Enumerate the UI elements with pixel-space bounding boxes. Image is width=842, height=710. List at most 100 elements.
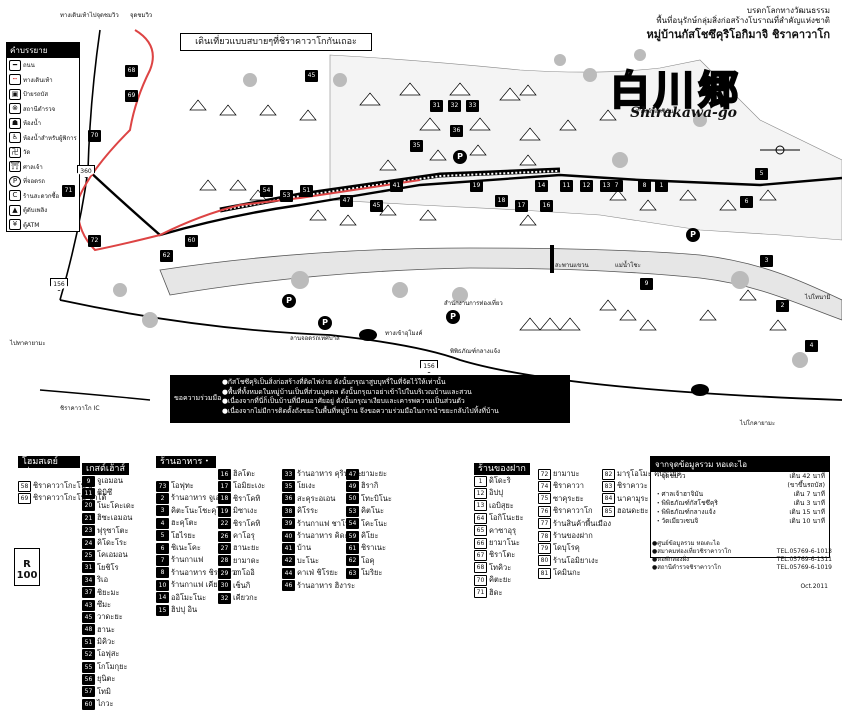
list-item-label: โอคุ: [361, 555, 375, 565]
place-marker[interactable]: 33: [466, 100, 479, 112]
place-marker[interactable]: 5: [755, 168, 768, 180]
place-marker[interactable]: 12: [580, 180, 593, 192]
place-marker[interactable]: 32: [448, 100, 461, 112]
place-marker[interactable]: 8: [638, 180, 651, 192]
list-item-number: 1: [474, 475, 487, 487]
place-marker[interactable]: 6: [740, 196, 753, 208]
place-marker[interactable]: 71: [62, 185, 75, 197]
list-item-label: โคมินกะ: [553, 568, 581, 578]
list-item-label: ยามาโนะ: [489, 537, 520, 547]
place-marker[interactable]: 68: [125, 65, 138, 77]
info-row-value: เดิน 10 นาที: [789, 517, 825, 525]
contact-label: ●สมาคมท่องเที่ยวชิราคาวาโก: [652, 548, 732, 555]
river: [159, 247, 842, 321]
list-item-label: คาโอรุ: [233, 530, 255, 540]
list-item-number: 47: [346, 468, 359, 480]
list-item-label: ฟุรุซาโตะ: [97, 525, 129, 535]
legend-row: 卍วัด: [7, 145, 79, 160]
place-marker[interactable]: 16: [540, 200, 553, 212]
place-marker[interactable]: 60: [185, 235, 198, 247]
place-marker[interactable]: 70: [88, 130, 101, 142]
place-marker[interactable]: 69: [125, 90, 138, 102]
list-item-label: คิตะยะ: [489, 575, 512, 585]
accessible-toilet-icon: ♿: [9, 132, 21, 144]
place-marker[interactable]: 54: [260, 185, 273, 197]
list-item-number: 23: [82, 525, 95, 537]
temple-icon: 卍: [9, 146, 21, 158]
list-item-label: ร้านกาแฟ เคียวยะ: [171, 580, 231, 590]
list-heading: ร้านของฝาก: [474, 463, 530, 475]
place-marker[interactable]: 4: [805, 340, 818, 352]
place-marker[interactable]: 45: [305, 70, 318, 82]
notice-line: ●กัสโชซึคุริเป็นสิ่งก่อสร้างที่ติดไฟง่าย…: [222, 378, 446, 386]
place-marker[interactable]: 11: [560, 180, 573, 192]
list-item-label: ฮะคุโตะ: [171, 518, 198, 528]
list-item-number: 71: [474, 587, 487, 599]
list-item-label: ชิมิซึ: [97, 488, 113, 498]
place-marker[interactable]: 45: [370, 200, 383, 212]
list-item-number: 61: [346, 543, 359, 555]
map-label: ไปโทนามิ: [805, 294, 831, 301]
place-marker[interactable]: 53: [280, 190, 293, 202]
list-item-number: 31: [82, 562, 95, 574]
info-row-label: ・วัดเมียวเซนจิ: [655, 517, 699, 525]
place-marker[interactable]: 62: [160, 250, 173, 262]
info-row: ・พิพิธภัณฑ์กลางแจ้งเดิน 15 นาที: [651, 508, 829, 517]
place-marker[interactable]: 41: [390, 180, 403, 192]
place-marker[interactable]: 47: [340, 195, 353, 207]
place-marker[interactable]: 1: [655, 180, 668, 192]
place-marker[interactable]: 19: [470, 180, 483, 192]
place-marker[interactable]: 13: [600, 180, 613, 192]
list-item-number: 33: [282, 468, 295, 480]
place-marker[interactable]: 3: [760, 255, 773, 267]
place-marker[interactable]: 2: [776, 300, 789, 312]
place-marker[interactable]: 14: [535, 180, 548, 192]
info-row-value: เดิน 3 นาที: [793, 499, 825, 507]
place-marker[interactable]: 17: [515, 200, 528, 212]
list-item-number: 28: [218, 555, 231, 567]
contact-row: ●ศูนย์ข้อมูลรวม หอเดะไอ: [652, 540, 832, 548]
place-marker[interactable]: 36: [450, 125, 463, 137]
list-item-label: ร้านโอมิยาเงะ: [553, 555, 599, 565]
list-item-label: ร้านอาหาร คุรินโนะ: [297, 469, 363, 478]
place-marker[interactable]: 9: [640, 278, 653, 290]
place-marker[interactable]: 18: [495, 195, 508, 207]
notice-box: ขอความร่วมมือ ●กัสโชซึคุริเป็นสิ่งก่อสร้…: [170, 375, 570, 423]
place-marker[interactable]: 51: [300, 185, 313, 197]
list-item-label: มิซาเงะ: [233, 506, 258, 516]
contact-label: ●สถานีตำรวจชิราคาวาโก: [652, 564, 722, 571]
legend-row: ⊗สถานีตำรวจ: [7, 102, 79, 117]
legend-row: ━ถนน: [7, 58, 79, 73]
list-item-number: 19: [218, 505, 231, 517]
place-marker[interactable]: 31: [430, 100, 443, 112]
place-marker[interactable]: 72: [88, 235, 101, 247]
list-item-number: 56: [82, 673, 95, 685]
place-marker[interactable]: 35: [410, 140, 423, 152]
info-row: ・จุดชมวิวเดิน 42 นาที: [651, 472, 829, 481]
legend-row: ▣ป้ายรถบัส: [7, 87, 79, 102]
list-item-label: ชิราโตะ: [489, 550, 516, 560]
list-item-label: ฮานะ: [97, 624, 115, 634]
